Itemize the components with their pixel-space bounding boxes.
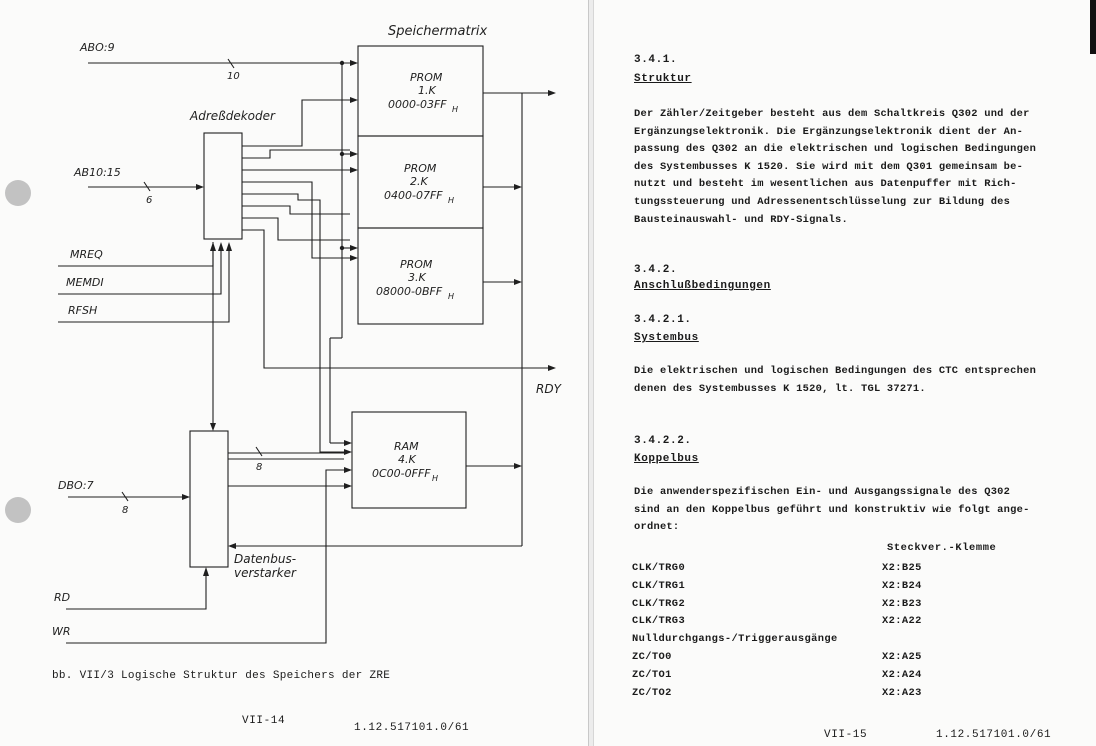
text-line: Die elektrischen und logischen Bedingung… — [634, 365, 1037, 377]
diagram-title: Speichermatrix — [388, 24, 488, 39]
prom3-suffix: H — [448, 292, 454, 301]
prom2-size: 2.K — [410, 175, 428, 188]
punch-hole-top — [5, 180, 31, 206]
text-line: sind an den Koppelbus geführt und konstr… — [634, 503, 1030, 516]
ram-name: RAM — [394, 440, 419, 453]
prom1-range: 0000-03FF — [388, 98, 447, 111]
mreq-label: MREQ — [70, 248, 103, 261]
text-line: Der Zähler/Zeitgeber besteht aus dem Sch… — [634, 108, 1030, 120]
left-page-number: VII-14 — [242, 715, 286, 727]
prom1-suffix: H — [452, 105, 458, 114]
section-3-4-1-number: 3.4.1. — [634, 54, 678, 66]
prom2-name: PROM — [404, 162, 437, 175]
dbo7-width: 8 — [122, 505, 128, 516]
text-line: Die anwenderspezifischen Ein- und Ausgan… — [634, 486, 1011, 498]
ram-suffix: H — [432, 474, 438, 483]
signal-name: ZC/TO1 — [632, 668, 672, 681]
figure-caption: bb. VII/3 Logische Struktur des Speicher… — [52, 670, 391, 682]
ram-data-width: 8 — [256, 462, 262, 473]
ram-range: 0C00-0FFF — [372, 467, 431, 480]
signal-name: CLK/TRG3 — [632, 615, 686, 628]
section-3-4-1-title: Struktur — [634, 73, 692, 85]
text-line: nutzt und besteht im wesentlichen aus Da… — [634, 178, 1017, 191]
signal-terminal: X2:A25 — [882, 650, 922, 663]
left-page: Speichermatrix PROM 1.K 0000-03FF H PROM… — [5, 24, 563, 734]
table-row: ZC/TO0 X2:A25 — [632, 651, 1072, 669]
table-row: CLK/TRG2 X2:B23 — [632, 598, 1072, 616]
memdi-label: MEMDI — [66, 276, 104, 289]
wr-label: WR — [52, 625, 71, 638]
rd-label: RD — [54, 591, 70, 604]
left-doc-number: 1.12.517101.0/61 — [354, 722, 470, 734]
section-3-4-2-2-title: Koppelbus — [634, 453, 699, 465]
text-line: Bausteinauswahl- und RDY-Signals. — [634, 213, 849, 226]
table-header-terminal: Steckver.-Klemme — [887, 542, 997, 554]
text-line: des Systembusses K 1520. Sie wird mit de… — [634, 160, 1024, 173]
ram-block — [351, 411, 467, 509]
paragraph-koppelbus: Die anwenderspezifischen Ein- und Ausgan… — [634, 484, 1074, 537]
right-doc-number: 1.12.517101.0/61 — [936, 729, 1052, 741]
prom3-size: 3.K — [408, 271, 426, 284]
prom3-range: 08000-0BFF — [376, 285, 443, 298]
text-line: passung des Q302 an die elektrischen und… — [634, 143, 1037, 156]
signal-terminal: X2:B25 — [882, 562, 922, 574]
buffer-label-line1: Datenbus- — [234, 552, 296, 566]
text-line: denen des Systembusses K 1520, lt. TGL 3… — [634, 382, 926, 395]
ab1015-label: AB10:15 — [73, 166, 121, 179]
ram-size: 4.K — [398, 453, 416, 466]
address-decoder-block — [203, 132, 243, 240]
prom-block-3 — [357, 227, 484, 325]
table-row: ZC/TO1 X2:A24 — [632, 669, 1072, 687]
ab1015-width: 6 — [146, 195, 152, 206]
right-page-number: VII-15 — [824, 729, 868, 741]
page-gutter — [588, 0, 594, 746]
punch-hole-bottom — [5, 497, 31, 523]
memory-structure-diagram: Speichermatrix PROM 1.K 0000-03FF H PROM… — [52, 24, 563, 644]
rdy-label: RDY — [536, 382, 563, 396]
signal-terminal: X2:A24 — [882, 668, 922, 681]
section-3-4-2-number: 3.4.2. — [634, 264, 678, 276]
signal-group-heading: Nulldurchgangs-/Triggerausgänge — [632, 633, 838, 646]
section-3-4-2-1-number: 3.4.2.1. — [634, 314, 692, 326]
table-row: CLK/TRG0 X2:B25 — [632, 562, 1072, 580]
decoder-label: Adreßdekoder — [189, 109, 276, 123]
table-row: Nulldurchgangs-/Triggerausgänge — [632, 633, 1072, 651]
data-bus-buffer-block — [189, 430, 229, 568]
signal-terminal: X2:A23 — [882, 686, 922, 699]
signal-name: CLK/TRG1 — [632, 579, 686, 592]
section-3-4-2-title: Anschlußbedingungen — [634, 280, 771, 292]
table-row: CLK/TRG1 X2:B24 — [632, 580, 1072, 598]
table-row: CLK/TRG3 X2:A22 — [632, 615, 1072, 633]
signal-name: CLK/TRG2 — [632, 597, 686, 610]
signal-terminal: X2:B24 — [882, 579, 922, 592]
prom2-suffix: H — [448, 196, 454, 205]
abo9-label: ABO:9 — [79, 41, 115, 54]
text-line: tungssteuerung und Adressenentschlüsselu… — [634, 195, 1011, 208]
signal-name: CLK/TRG0 — [632, 562, 686, 574]
section-3-4-2-1-title: Systembus — [634, 332, 699, 344]
rfsh-label: RFSH — [68, 304, 97, 317]
text-line: Ergänzungselektronik. Die Ergänzungselek… — [634, 125, 1024, 138]
signal-terminal: X2:B23 — [882, 597, 922, 610]
scan-edge — [1090, 0, 1096, 54]
section-3-4-2-2-number: 3.4.2.2. — [634, 435, 692, 447]
right-page: 3.4.1. Struktur Der Zähler/Zeitgeber bes… — [594, 0, 1096, 746]
abo9-width: 10 — [227, 71, 240, 82]
signal-name: ZC/TO2 — [632, 686, 672, 699]
table-row: ZC/TO2 X2:A23 — [632, 687, 1072, 705]
prom1-name: PROM — [410, 71, 443, 84]
dbo7-label: DBO:7 — [58, 479, 94, 492]
prom1-size: 1.K — [418, 84, 436, 97]
paragraph-systembus: Die elektrischen und logischen Bedingung… — [634, 363, 1074, 398]
prom3-name: PROM — [400, 258, 433, 271]
buffer-label-line2: verstarker — [234, 566, 297, 580]
signal-terminal: X2:A22 — [882, 615, 922, 628]
prom2-range: 0400-07FF — [384, 189, 443, 202]
text-line: ordnet: — [634, 521, 680, 534]
signal-name: ZC/TO0 — [632, 650, 672, 663]
paragraph-struktur: Der Zähler/Zeitgeber besteht aus dem Sch… — [634, 106, 1074, 229]
